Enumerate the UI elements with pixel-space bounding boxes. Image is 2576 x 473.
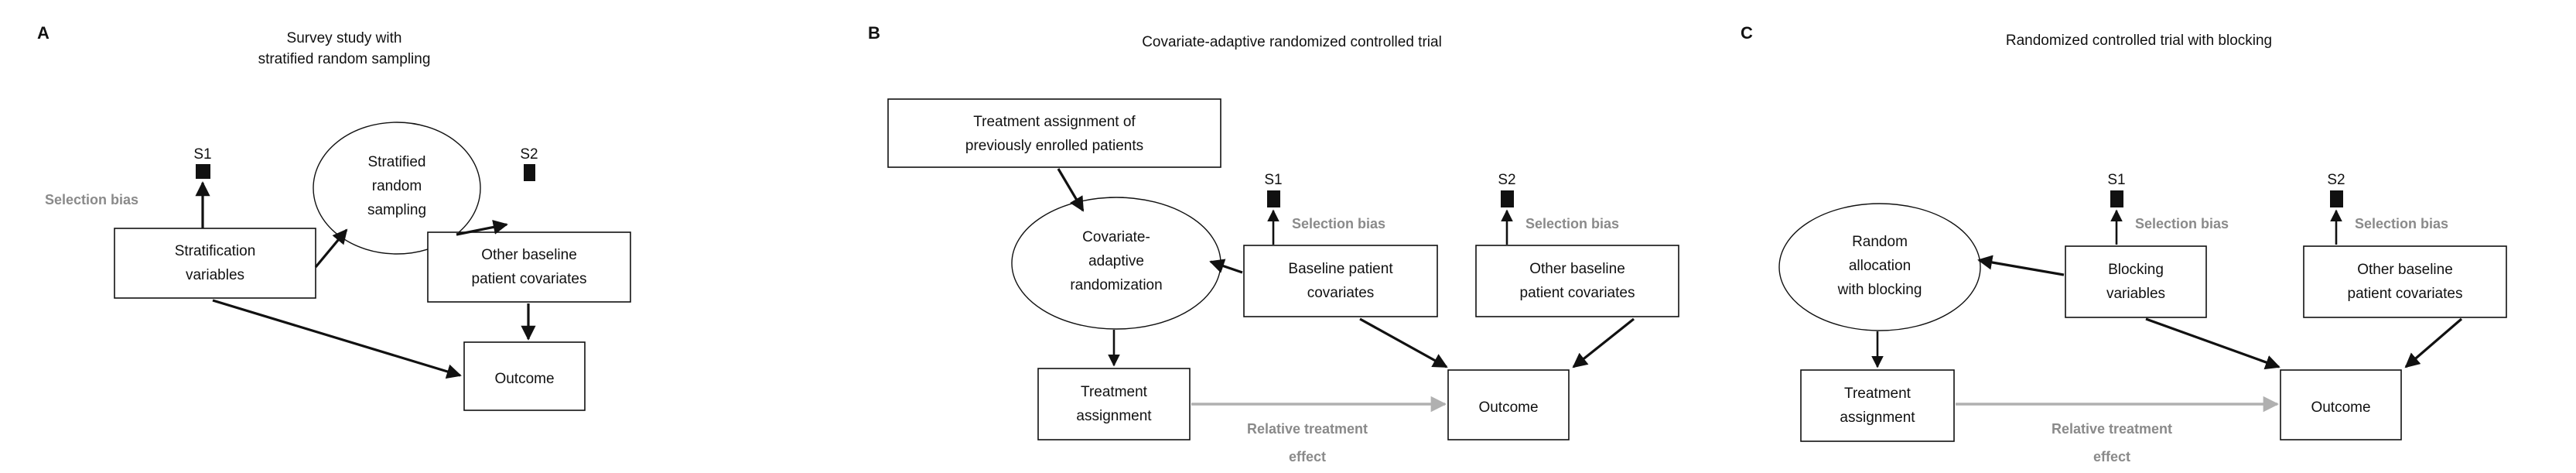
edge-label-relative-effect-c-line1: Relative treatment xyxy=(2052,421,2172,437)
edge-baseline-to-outcome-b xyxy=(1359,317,1448,368)
selection-marker-s2-square-c xyxy=(2330,190,2343,207)
node-outcome-b[interactable] xyxy=(1447,369,1570,440)
selection-marker-s2-label-b: S2 xyxy=(1498,172,1515,188)
node-stratification-variables-line2: variables xyxy=(186,267,244,283)
node-other-baseline-covariates-b-line1: Other baseline xyxy=(1529,261,1625,277)
node-blocking-variables-line2: variables xyxy=(2106,286,2165,302)
edge-other-to-outcome-c xyxy=(2404,317,2463,368)
node-stratified-random-sampling-line1: Stratified xyxy=(368,154,426,170)
node-other-baseline-covariates-b-line2: patient covariates xyxy=(1520,285,1635,301)
node-stratified-random-sampling-line3: sampling xyxy=(367,202,426,218)
edge-blocking-to-outcome-c xyxy=(2145,317,2280,370)
selection-marker-s1-label-c: S1 xyxy=(2107,172,2125,188)
node-prev-enrolled-assignment-line2: previously enrolled patients xyxy=(965,138,1143,154)
panel-a-title-line1: Survey study with xyxy=(287,30,402,46)
edge-label-selection-bias-1-c: Selection bias xyxy=(2135,216,2229,231)
node-other-baseline-covariates-a[interactable] xyxy=(427,231,631,303)
node-other-baseline-covariates-a-line2: patient covariates xyxy=(472,271,587,287)
selection-marker-s1-label-b: S1 xyxy=(1264,172,1282,188)
node-treatment-assignment-c-line1: Treatment xyxy=(1844,386,1912,402)
node-outcome-c[interactable] xyxy=(2280,369,2402,440)
node-treatment-assignment-c[interactable] xyxy=(1800,369,1955,442)
selection-marker-s1-square-b xyxy=(1267,190,1280,207)
selection-marker-s2-label: S2 xyxy=(520,146,538,163)
selection-marker-s1-square xyxy=(196,164,210,179)
panel-a-letter: A xyxy=(37,23,50,43)
node-covariate-adaptive-randomization-line1: Covariate- xyxy=(1082,229,1150,245)
edge-stratification-to-outcome-a xyxy=(212,299,462,379)
selection-marker-s1-square-c xyxy=(2110,190,2123,207)
node-outcome-a[interactable] xyxy=(463,341,586,411)
node-other-baseline-covariates-b[interactable] xyxy=(1475,245,1679,317)
node-other-baseline-covariates-a-line1: Other baseline xyxy=(481,247,577,263)
node-outcome-a-line1: Outcome xyxy=(494,371,554,387)
node-treatment-assignment-c-line2: assignment xyxy=(1840,410,1915,426)
node-covariate-adaptive-randomization-line3: randomization xyxy=(1070,277,1162,293)
node-stratification-variables[interactable] xyxy=(114,228,316,299)
selection-marker-s2-label-c: S2 xyxy=(2327,172,2345,188)
edge-ellipse-to-other-baseline xyxy=(456,219,508,236)
node-random-allocation-line3: with blocking xyxy=(1837,282,1922,298)
edge-label-selection-bias-1: Selection bias xyxy=(45,192,138,207)
edge-label-relative-effect-c-line2: effect xyxy=(2093,449,2130,464)
selection-marker-s2-square xyxy=(524,164,535,181)
node-prev-enrolled-assignment-line1: Treatment assignment of xyxy=(973,114,1136,130)
node-baseline-patient-covariates-b-line1: Baseline patient xyxy=(1288,261,1393,277)
edge-label-relative-effect-b-line1: Relative treatment xyxy=(1247,421,1368,437)
selection-marker-s2-square-b xyxy=(1501,190,1514,207)
edge-blocking-to-ellipse-c xyxy=(1977,255,2065,276)
node-outcome-b-line1: Outcome xyxy=(1478,399,1538,416)
node-other-baseline-covariates-c-line2: patient covariates xyxy=(2348,286,2463,302)
edge-stratification-to-ellipse xyxy=(314,228,348,269)
node-stratified-random-sampling[interactable] xyxy=(313,122,481,255)
node-baseline-patient-covariates-b[interactable] xyxy=(1243,245,1438,317)
edge-label-selection-bias-2-c: Selection bias xyxy=(2355,216,2448,231)
panel-c: C Randomized controlled trial with block… xyxy=(1717,0,2576,473)
node-other-baseline-covariates-c[interactable] xyxy=(2303,245,2507,318)
edge-label-selection-bias-1-b: Selection bias xyxy=(1292,216,1385,231)
edge-other-to-outcome-b xyxy=(1572,317,1635,368)
panel-b: B Covariate-adaptive randomized controll… xyxy=(859,0,1717,473)
node-outcome-c-line1: Outcome xyxy=(2311,399,2370,416)
node-covariate-adaptive-randomization-line2: adaptive xyxy=(1088,253,1144,269)
edge-baseline-to-ellipse-b xyxy=(1209,259,1243,274)
edge-label-relative-effect-b-line2: effect xyxy=(1289,449,1326,464)
selection-marker-s1-label: S1 xyxy=(193,146,211,163)
node-blocking-variables-line1: Blocking xyxy=(2108,262,2164,278)
panel-b-letter: B xyxy=(868,23,880,43)
node-random-allocation-line2: allocation xyxy=(1849,258,1911,274)
node-treatment-assignment-b-line2: assignment xyxy=(1076,408,1152,424)
panel-a-title-line2: stratified random sampling xyxy=(258,51,431,67)
node-random-allocation-line1: Random xyxy=(1852,234,1908,250)
node-other-baseline-covariates-c-line1: Other baseline xyxy=(2357,262,2453,278)
panel-c-title-line1: Randomized controlled trial with blockin… xyxy=(2006,33,2272,49)
node-treatment-assignment-b-line1: Treatment xyxy=(1081,384,1148,400)
edge-prev-enrolled-to-ellipse xyxy=(1057,168,1085,212)
panel-a: A Survey study with stratified random sa… xyxy=(0,0,859,473)
node-baseline-patient-covariates-b-line2: covariates xyxy=(1307,285,1375,301)
node-stratification-variables-line1: Stratification xyxy=(175,243,256,259)
node-prev-enrolled-assignment[interactable] xyxy=(887,98,1221,168)
node-treatment-assignment-b[interactable] xyxy=(1037,368,1191,440)
node-blocking-variables[interactable] xyxy=(2065,245,2207,318)
panel-c-letter: C xyxy=(1741,23,1753,43)
panel-b-title-line1: Covariate-adaptive randomized controlled… xyxy=(1142,34,1442,50)
edge-label-selection-bias-2-b: Selection bias xyxy=(1525,216,1619,231)
node-stratified-random-sampling-line2: random xyxy=(372,178,422,194)
